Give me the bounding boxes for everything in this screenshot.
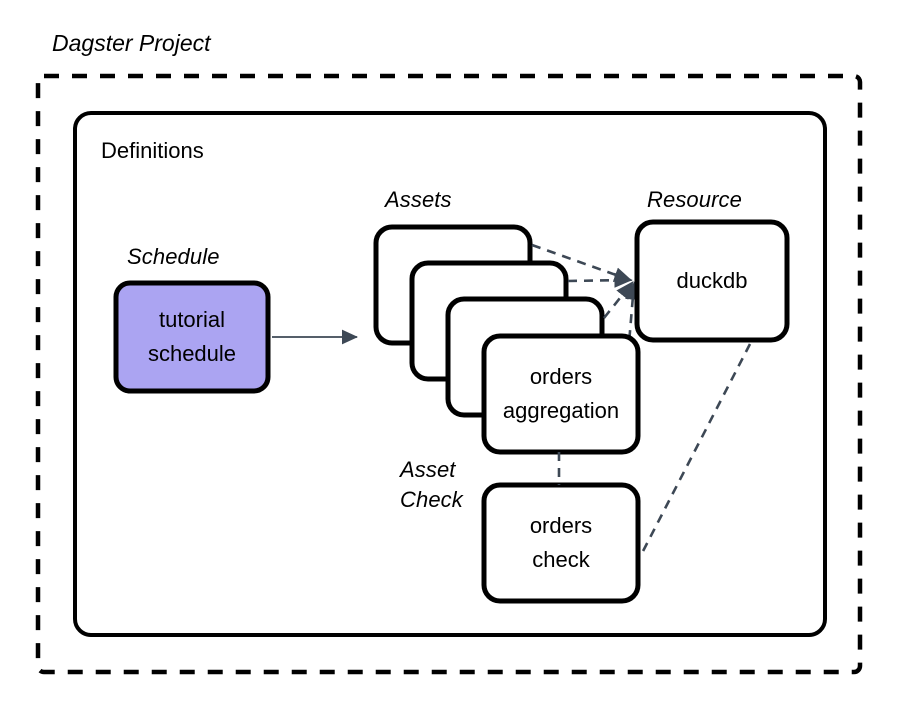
edge-group-assets-to-duckdb	[531, 243, 641, 356]
node-duckdb[interactable]	[634, 219, 790, 343]
group-label-asset-check-line2: Check	[400, 487, 463, 512]
edge-asset1-to-duckdb	[531, 243, 633, 282]
node-tutorial-schedule[interactable]	[113, 280, 271, 394]
edge-duckdb-to-orders-check	[638, 343, 752, 558]
group-label-asset-check-line1: Asset	[400, 457, 456, 482]
outer-container-dagster-project	[35, 73, 863, 675]
group-label-resource: Resource	[647, 187, 742, 212]
group-label-asset-check: Asset Check	[400, 457, 463, 513]
node-orders-aggregation[interactable]	[481, 333, 641, 455]
edge-orders-aggregation-to-duckdb	[625, 281, 641, 356]
edge-asset2-to-duckdb	[567, 272, 633, 288]
group-label-assets: Assets	[385, 187, 452, 212]
node-orders-check[interactable]	[481, 482, 641, 604]
group-label-schedule: Schedule	[127, 244, 220, 269]
diagram-title: Dagster Project	[52, 30, 211, 56]
definitions-label: Definitions	[101, 138, 204, 163]
